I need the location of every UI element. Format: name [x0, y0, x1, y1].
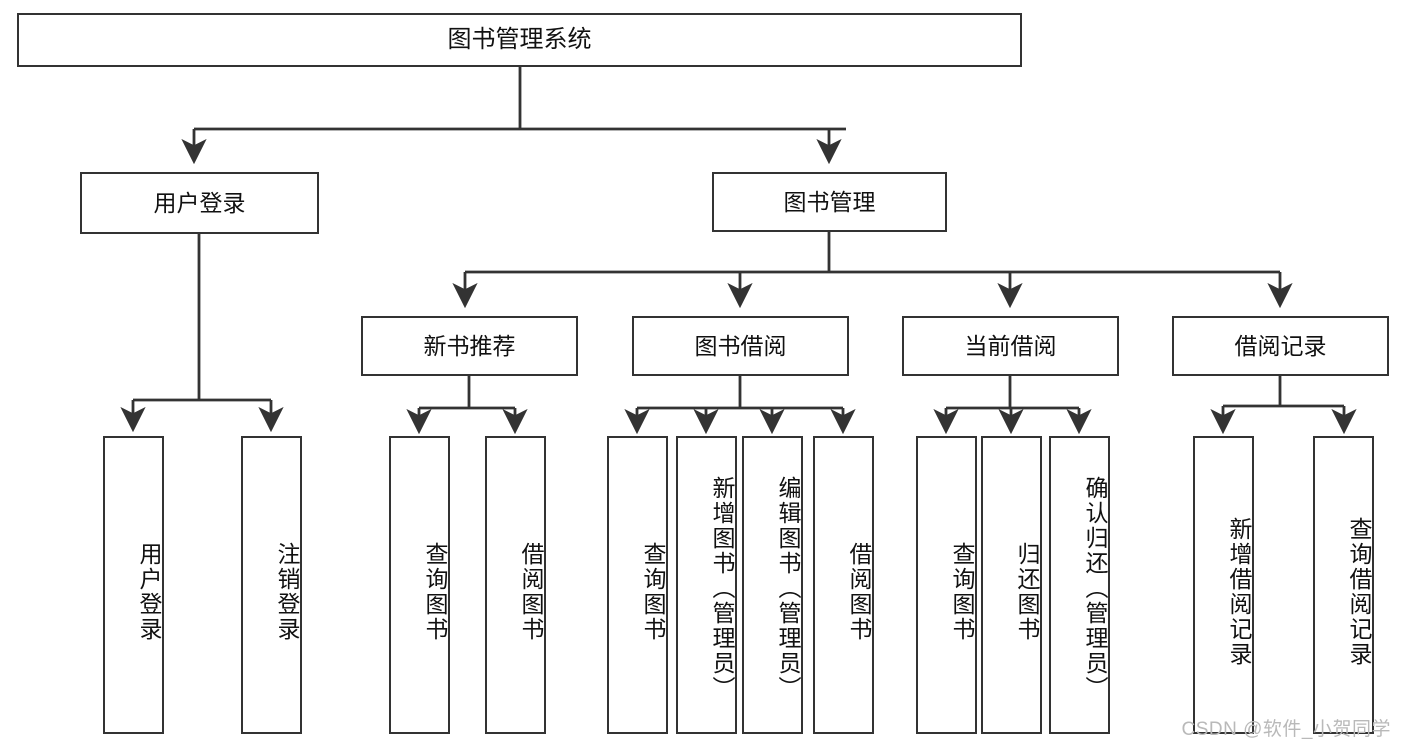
leaf-add-borrow-record-label: 新增借阅记录	[1226, 517, 1252, 667]
leaf-confirm-return-admin-label: 确认归还（管理员）	[1082, 475, 1108, 701]
node-book-borrow[interactable]: 图书借阅	[632, 316, 849, 376]
leaf-return-book-label: 归还图书	[1014, 542, 1040, 642]
node-current-borrow-label: 当前借阅	[964, 332, 1057, 359]
leaf-query-book-borrow[interactable]: 查询图书	[607, 436, 668, 734]
leaf-query-book-recommend[interactable]: 查询图书	[389, 436, 450, 734]
leaf-logout-login-label: 注销登录	[274, 542, 300, 642]
leaf-user-login[interactable]: 用户登录	[103, 436, 164, 734]
leaf-borrow-book-label: 借阅图书	[846, 542, 872, 642]
leaf-user-login-label: 用户登录	[136, 542, 162, 642]
leaf-borrow-book[interactable]: 借阅图书	[813, 436, 874, 734]
leaf-confirm-return-admin[interactable]: 确认归还（管理员）	[1049, 436, 1110, 734]
leaf-add-book-admin[interactable]: 新增图书（管理员）	[676, 436, 737, 734]
node-borrow-record-label: 借阅记录	[1234, 332, 1327, 359]
leaf-query-borrow-record[interactable]: 查询借阅记录	[1313, 436, 1374, 734]
node-book-borrow-label: 图书借阅	[694, 332, 787, 359]
leaf-query-book-recommend-label: 查询图书	[422, 542, 448, 642]
leaf-edit-book-admin-label: 编辑图书（管理员）	[775, 475, 801, 701]
leaf-add-book-admin-label: 新增图书（管理员）	[709, 475, 735, 701]
watermark: CSDN @软件_小贺同学	[1181, 719, 1391, 740]
node-borrow-record[interactable]: 借阅记录	[1172, 316, 1389, 376]
leaf-query-borrow-record-label: 查询借阅记录	[1346, 517, 1372, 667]
node-root[interactable]: 图书管理系统	[17, 13, 1022, 67]
node-user-login[interactable]: 用户登录	[80, 172, 319, 234]
node-book-management-label: 图书管理	[783, 188, 876, 215]
node-current-borrow[interactable]: 当前借阅	[902, 316, 1119, 376]
leaf-borrow-book-recommend[interactable]: 借阅图书	[485, 436, 546, 734]
leaf-query-book-current[interactable]: 查询图书	[916, 436, 977, 734]
leaf-query-book-current-label: 查询图书	[949, 542, 975, 642]
leaf-edit-book-admin[interactable]: 编辑图书（管理员）	[742, 436, 803, 734]
node-book-management[interactable]: 图书管理	[712, 172, 947, 232]
node-root-label: 图书管理系统	[447, 26, 592, 54]
leaf-add-borrow-record[interactable]: 新增借阅记录	[1193, 436, 1254, 734]
leaf-return-book[interactable]: 归还图书	[981, 436, 1042, 734]
node-new-book-recommend[interactable]: 新书推荐	[361, 316, 578, 376]
node-user-login-label: 用户登录	[153, 189, 246, 216]
leaf-borrow-book-recommend-label: 借阅图书	[518, 542, 544, 642]
node-new-book-recommend-label: 新书推荐	[423, 332, 516, 359]
leaf-query-book-borrow-label: 查询图书	[640, 542, 666, 642]
leaf-logout-login[interactable]: 注销登录	[241, 436, 302, 734]
